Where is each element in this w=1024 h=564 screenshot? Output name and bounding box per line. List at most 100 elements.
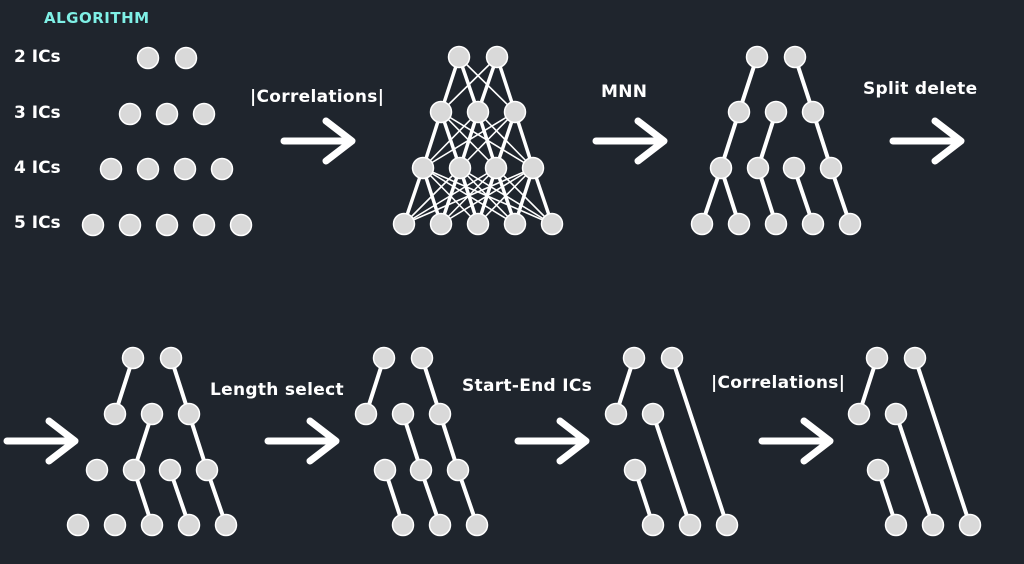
length-node-r2-1	[409, 458, 433, 482]
mnn-node-r2-0	[709, 156, 733, 180]
final-node-r0-1	[903, 346, 927, 370]
final-node-r3-2	[958, 513, 982, 537]
mnn-node-r0-1	[783, 45, 807, 69]
corr-node-r3-2	[466, 212, 490, 236]
ic-node-r3-1	[118, 213, 142, 237]
step-label-length-select: Length select	[210, 380, 344, 400]
corr-node-r1-1	[466, 100, 490, 124]
length-node-r1-1	[391, 402, 415, 426]
mnn-node-r3-2	[764, 212, 788, 236]
split-node-r1-1	[140, 402, 164, 426]
final-node-r0-0	[865, 346, 889, 370]
row-label-4-ics: 4 ICs	[14, 158, 61, 178]
corr-node-r2-0	[411, 156, 435, 180]
ic-node-r2-0	[99, 157, 123, 181]
final-node-r1-0	[847, 402, 871, 426]
mnn-node-r3-0	[690, 212, 714, 236]
split-node-r3-3	[177, 513, 201, 537]
split-node-r2-0	[85, 458, 109, 482]
startend-node-r1-0	[604, 402, 628, 426]
arrow-correlations	[280, 117, 356, 165]
length-node-r1-2	[428, 402, 452, 426]
ic-node-r3-0	[81, 213, 105, 237]
final-node-r3-1	[921, 513, 945, 537]
length-node-r2-2	[446, 458, 470, 482]
step-label-split-delete: Split delete	[863, 79, 978, 99]
mnn-node-r1-1	[764, 100, 788, 124]
final-node-r3-0	[884, 513, 908, 537]
ic-node-r1-1	[155, 102, 179, 126]
startend-node-r2-0	[623, 458, 647, 482]
split-node-r2-1	[122, 458, 146, 482]
ic-node-r1-2	[192, 102, 216, 126]
startend-node-r0-0	[622, 346, 646, 370]
startend-node-r3-1	[678, 513, 702, 537]
startend-node-r0-1	[660, 346, 684, 370]
arrow-start-end	[514, 417, 590, 465]
arrow-mnn	[592, 117, 668, 165]
split-node-r3-2	[140, 513, 164, 537]
ic-node-r2-2	[173, 157, 197, 181]
length-node-r0-1	[410, 346, 434, 370]
length-node-r1-0	[354, 402, 378, 426]
arrow-length-select	[264, 417, 340, 465]
startend-node-r3-0	[641, 513, 665, 537]
mnn-node-r3-1	[727, 212, 751, 236]
ic-node-r2-1	[136, 157, 160, 181]
corr-node-r2-2	[484, 156, 508, 180]
final-edge	[894, 412, 935, 527]
ic-node-r0-1	[174, 46, 198, 70]
split-node-r3-1	[103, 513, 127, 537]
mnn-node-r1-0	[727, 100, 751, 124]
corr-node-r0-1	[485, 45, 509, 69]
corr-node-r3-1	[429, 212, 453, 236]
mnn-node-r2-2	[782, 156, 806, 180]
ic-node-r1-0	[118, 102, 142, 126]
step-label-start-end-ics: Start-End ICs	[462, 376, 593, 396]
corr-node-r2-1	[448, 156, 472, 180]
length-node-r3-0	[391, 513, 415, 537]
final-edge	[913, 356, 972, 527]
arrow-split-delete	[889, 117, 965, 165]
ic-node-r2-3	[210, 157, 234, 181]
split-node-r1-0	[103, 402, 127, 426]
startend-node-r1-1	[641, 402, 665, 426]
split-node-r0-1	[159, 346, 183, 370]
step-label-mnn: MNN	[601, 82, 648, 102]
arrow-correlations-final	[758, 417, 834, 465]
row-label-5-ics: 5 ICs	[14, 213, 61, 233]
corr-node-r3-4	[540, 212, 564, 236]
length-node-r3-1	[428, 513, 452, 537]
split-node-r2-3	[195, 458, 219, 482]
arrow-continue	[3, 417, 79, 465]
mnn-node-r2-1	[746, 156, 770, 180]
step-label-correlations: |Correlations|	[250, 87, 385, 107]
mnn-node-r1-2	[801, 100, 825, 124]
mnn-node-r3-3	[801, 212, 825, 236]
ic-node-r3-3	[192, 213, 216, 237]
corr-node-r2-3	[521, 156, 545, 180]
final-node-r1-1	[884, 402, 908, 426]
corr-node-r1-2	[503, 100, 527, 124]
ic-node-r3-2	[155, 213, 179, 237]
mnn-node-r3-4	[838, 212, 862, 236]
step-label-correlations-final: |Correlations|	[711, 373, 846, 393]
startend-node-r3-2	[715, 513, 739, 537]
corr-node-r0-0	[447, 45, 471, 69]
mnn-node-r0-0	[745, 45, 769, 69]
row-label-3-ics: 3 ICs	[14, 103, 61, 123]
corr-node-r1-0	[429, 100, 453, 124]
split-node-r0-0	[121, 346, 145, 370]
split-node-r3-0	[66, 513, 90, 537]
final-node-r2-0	[866, 458, 890, 482]
length-node-r2-0	[373, 458, 397, 482]
row-label-2-ics: 2 ICs	[14, 47, 61, 67]
split-node-r2-2	[158, 458, 182, 482]
corr-node-r3-0	[392, 212, 416, 236]
startend-edge	[651, 412, 692, 527]
length-node-r3-2	[465, 513, 489, 537]
split-node-r3-4	[214, 513, 238, 537]
startend-edge	[670, 356, 729, 527]
corr-node-r3-3	[503, 212, 527, 236]
